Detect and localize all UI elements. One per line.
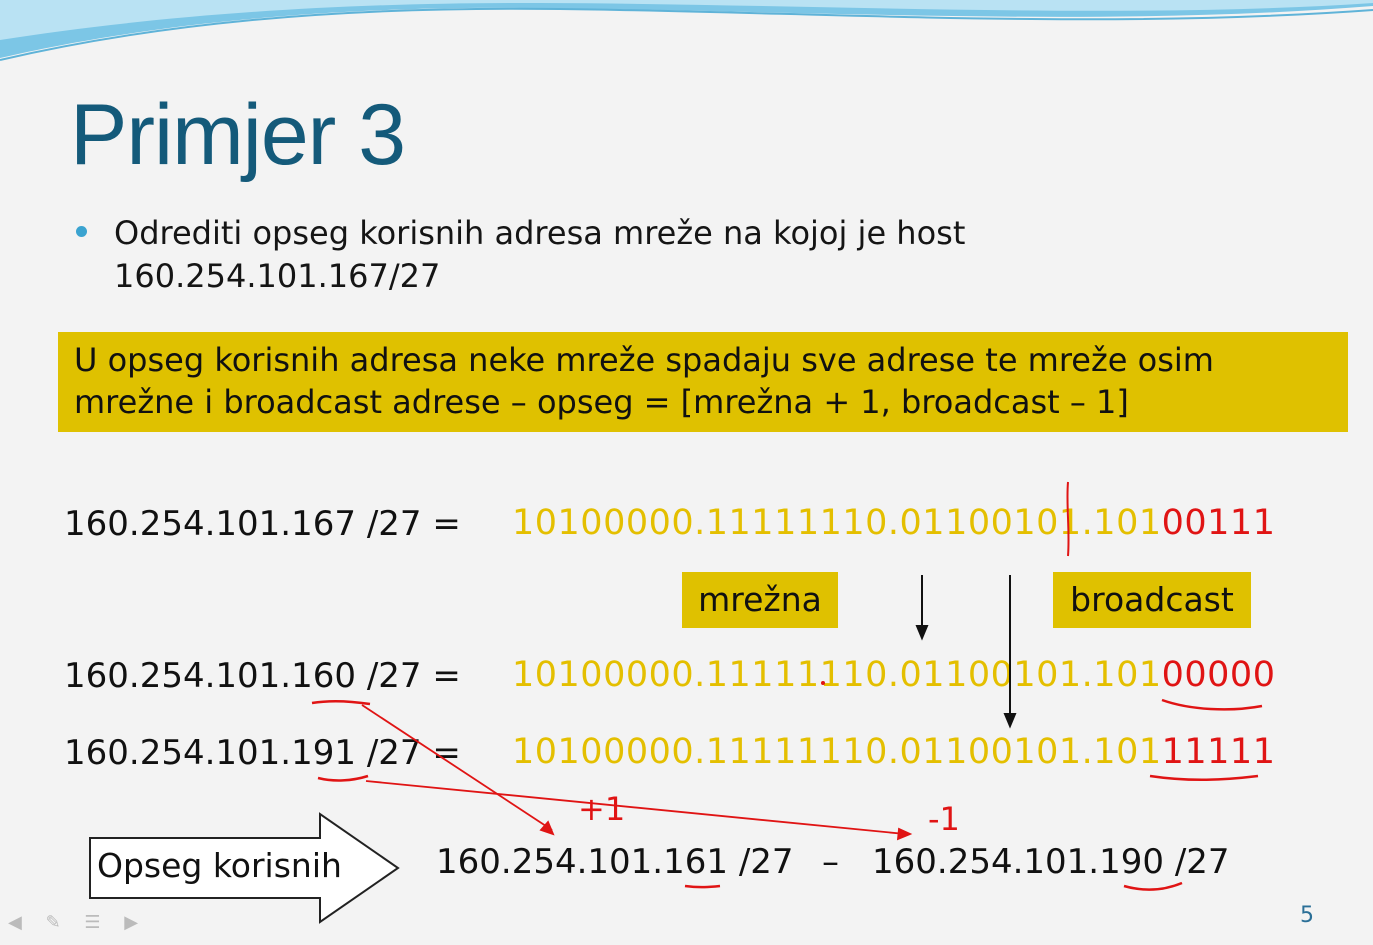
pen-icon[interactable]: ✎ — [45, 912, 61, 933]
broadcast-binary: 10100000.11111110.01100101.10111111 — [512, 732, 1275, 772]
binary-prefix: 10100000.11111110.01100101.101 — [512, 655, 1162, 695]
menu-icon[interactable]: ☰ — [84, 912, 101, 933]
slide-number: 5 — [1300, 903, 1314, 928]
next-slide-icon[interactable]: ▶ — [124, 912, 139, 933]
binary-host-bits: 00111 — [1161, 503, 1276, 543]
network-binary: 10100000.11111110.01100101.10100000 — [512, 655, 1275, 695]
bullet-line-2: 160.254.101.167/27 — [114, 257, 441, 295]
rule-highlight-box — [58, 332, 1348, 432]
binary-host-bits: 00000 — [1161, 655, 1276, 695]
red-arrow-icon — [365, 780, 913, 841]
slide-title: Primjer 3 — [70, 87, 406, 183]
network-address-label: 160.254.101.160 /27 = — [64, 656, 461, 696]
range-dash: – — [822, 842, 839, 882]
broadcast-tag: broadcast — [1053, 572, 1251, 628]
network-tag: mrežna — [682, 572, 838, 628]
header-wave — [0, 0, 1373, 61]
minus-one-note: -1 — [928, 800, 960, 838]
broadcast-address-label: 160.254.101.191 /27 = — [64, 733, 461, 773]
bullet-text: Odrediti opseg korisnih adresa mreže na … — [114, 212, 965, 298]
red-dot-mark — [821, 681, 825, 685]
red-underlines — [311, 698, 1263, 891]
presenter-toolbar: ◀ ✎ ☰ ▶ — [8, 912, 138, 933]
block-arrow-icon — [89, 812, 400, 924]
bullet-line-1: Odrediti opseg korisnih adresa mreže na … — [114, 214, 966, 252]
range-start: 160.254.101.161 /27 — [436, 842, 794, 882]
red-divider-mark — [1066, 481, 1070, 557]
down-arrow-icon — [915, 575, 929, 641]
plus-one-note: +1 — [578, 790, 626, 828]
range-arrow-label: Opseg korisnih — [97, 846, 342, 885]
down-arrow-icon — [1003, 575, 1017, 729]
bullet-dot-icon — [76, 226, 87, 237]
rule-line-1: U opseg korisnih adresa neke mreže spada… — [74, 341, 1214, 379]
host-binary: 10100000.11111110.01100101.10100111 — [512, 503, 1275, 543]
binary-prefix: 10100000.11111110.01100101.101 — [512, 503, 1162, 543]
binary-prefix: 10100000.11111110.01100101.101 — [512, 732, 1162, 772]
range-end: 160.254.101.190 /27 — [872, 842, 1230, 882]
red-arrow-icon — [361, 704, 555, 836]
previous-slide-icon[interactable]: ◀ — [8, 912, 22, 933]
host-address-label: 160.254.101.167 /27 = — [64, 504, 461, 544]
rule-line-2: mrežne i broadcast adrese – opseg = [mre… — [74, 383, 1129, 421]
binary-host-bits: 11111 — [1161, 732, 1276, 772]
rule-text: U opseg korisnih adresa neke mreže spada… — [74, 339, 1214, 423]
